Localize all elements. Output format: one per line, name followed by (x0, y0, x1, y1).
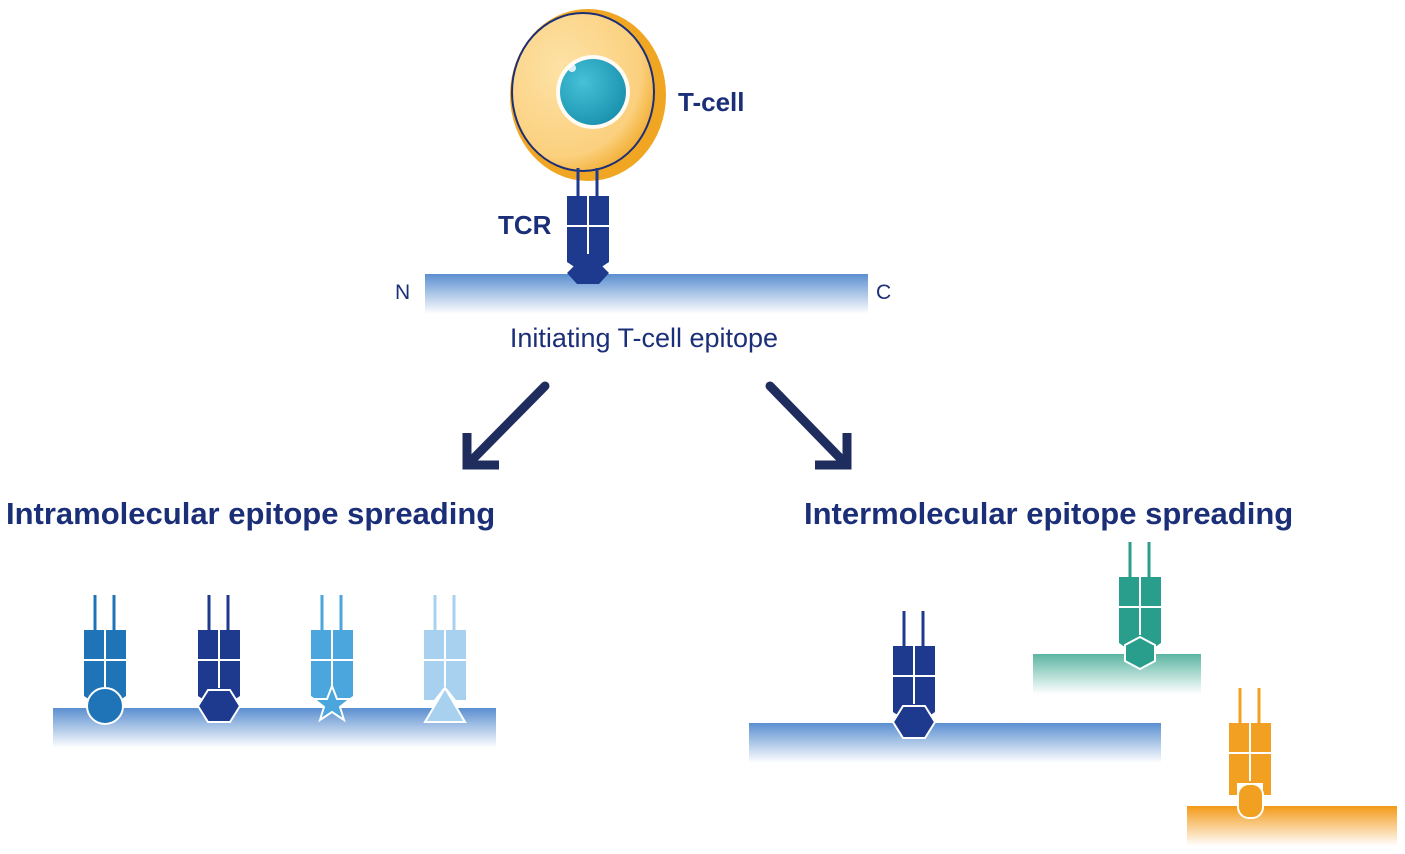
rounded-rect-icon (1237, 783, 1264, 819)
t-cell-label: T-cell (678, 87, 744, 117)
hexagon-icon (196, 689, 242, 723)
triangle-icon (423, 686, 467, 723)
intramolecular-protein-bar (53, 708, 496, 748)
star-icon (311, 683, 353, 723)
tcr-receptor-intra-4 (424, 595, 466, 700)
intermolecular-protein-bar-teal (1033, 654, 1201, 694)
hexagon-icon (891, 705, 937, 739)
arrow-left-icon (462, 381, 550, 470)
c-terminus-label: C (876, 281, 891, 304)
tcr-label: TCR (498, 210, 552, 240)
tcr-receptor-intra-2 (198, 595, 240, 702)
n-terminus-label: N (395, 281, 410, 304)
t-cell (510, 9, 666, 181)
intermolecular-protein-bar-orange (1187, 806, 1397, 846)
hexagon-icon (1124, 635, 1156, 671)
intramolecular-heading: Intramolecular epitope spreading (6, 496, 495, 531)
arrow-right-icon (765, 381, 852, 470)
tcr-receptor-inter-navy (893, 611, 935, 718)
intermolecular-heading: Intermolecular epitope spreading (804, 496, 1293, 531)
initiating-protein-bar (425, 274, 868, 314)
tcr-receptor-intra-1 (84, 595, 126, 702)
circle-icon (86, 687, 124, 725)
hexagon-icon (567, 263, 609, 284)
intermolecular-protein-bar-blue (749, 723, 1161, 763)
tcr-receptor-inter-orange (1229, 688, 1271, 795)
tcr-receptor-inter-teal (1119, 542, 1161, 649)
tcr-receptor-main (567, 168, 609, 268)
initiating-epitope-label: Initiating T-cell epitope (510, 323, 778, 353)
